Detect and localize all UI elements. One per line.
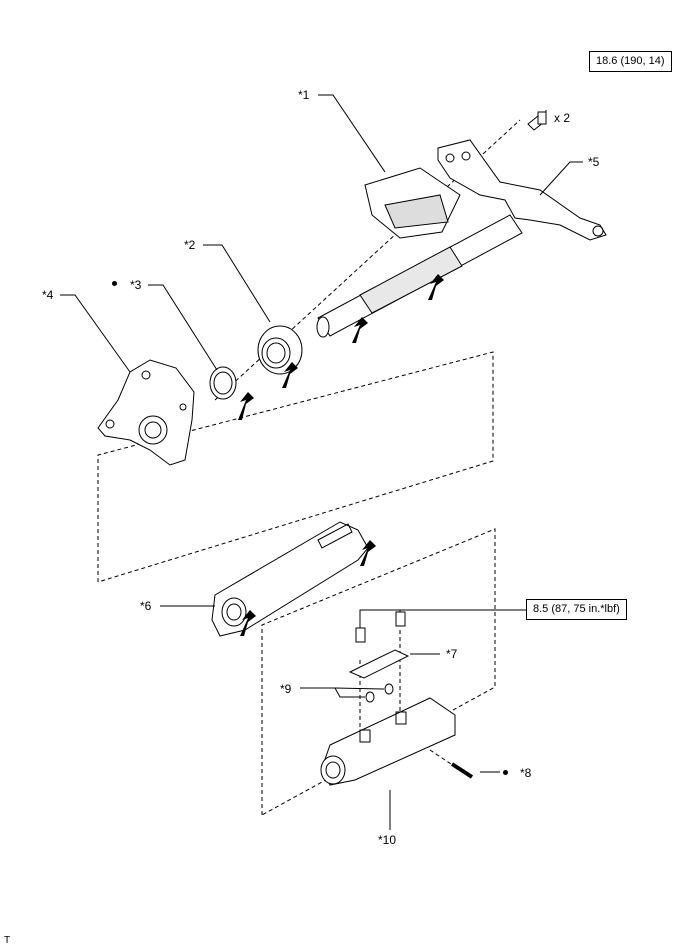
callout-3: *3 (130, 278, 142, 292)
callout-7: *7 (446, 647, 458, 661)
callout-4: *4 (42, 288, 54, 302)
callout-8: *8 (520, 766, 532, 780)
non-reusable-mark-3 (112, 281, 117, 286)
bolt-top-part (527, 111, 547, 131)
dust-seal-part (257, 325, 303, 375)
alignment-lines (97, 119, 521, 816)
flange-housing-part (97, 359, 195, 466)
oil-seal-part (209, 366, 237, 400)
callout-5: *5 (588, 155, 600, 169)
shift-shaft-lever-part (316, 139, 607, 338)
corner-mark: T (4, 935, 11, 946)
pin-part (450, 762, 474, 779)
interlock-plate-part (348, 611, 410, 679)
callout-10: *10 (378, 833, 397, 847)
callout-1: *1 (298, 88, 310, 102)
non-reusable-mark-8 (503, 770, 508, 775)
torque-spec-top: 18.6 (190, 14) (589, 51, 672, 72)
callout-2: *2 (184, 238, 196, 252)
o-ring-part (365, 683, 394, 703)
leader-lines (60, 94, 583, 830)
callout-6: *6 (140, 599, 152, 613)
direction-arrows (238, 274, 444, 636)
shift-block-part (320, 697, 456, 786)
torque-spec-mid: 8.5 (87, 75 in.*lbf) (526, 599, 627, 620)
callout-9: *9 (280, 682, 292, 696)
shift-housing-part (211, 521, 369, 637)
bolt-quantity: x 2 (554, 111, 571, 125)
pad-part (364, 167, 461, 239)
